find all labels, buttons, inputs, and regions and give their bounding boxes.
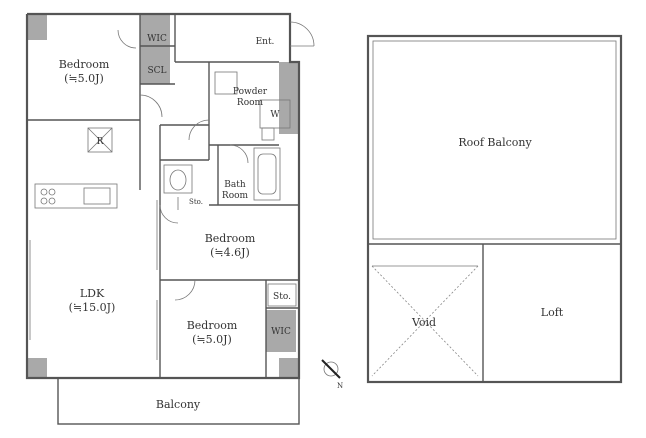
balcony-outline bbox=[57, 377, 300, 425]
toilet bbox=[169, 169, 187, 191]
washer-space bbox=[259, 99, 291, 129]
column bbox=[27, 358, 47, 378]
door-swing bbox=[159, 204, 179, 224]
outer-walls bbox=[25, 12, 301, 380]
bedroom-mid-label: Bedroom bbox=[205, 232, 256, 245]
column bbox=[279, 358, 299, 378]
powder-room-label-2: Room bbox=[237, 98, 264, 108]
scl-label: SCL bbox=[147, 66, 166, 76]
roof-balcony-label: Roof Balcony bbox=[458, 136, 532, 149]
bathtub bbox=[253, 147, 281, 201]
interior-walls bbox=[27, 14, 299, 378]
balcony-label: Balcony bbox=[156, 398, 201, 411]
powder-room-label-1: Powder bbox=[233, 87, 268, 97]
compass-label: N bbox=[337, 382, 343, 390]
wic-top-label: WIC bbox=[147, 34, 167, 44]
storage-box bbox=[267, 283, 297, 307]
column bbox=[27, 14, 47, 40]
bath-room-label-2: Room bbox=[222, 191, 249, 201]
storage-small-label: Sto. bbox=[189, 198, 203, 206]
wic-bottom-label: WIC bbox=[271, 327, 291, 337]
door-swing bbox=[188, 119, 210, 141]
kitchen-sink bbox=[83, 187, 111, 205]
column bbox=[279, 62, 299, 134]
storage-mid-label: Sto. bbox=[273, 292, 291, 302]
kitchen-counter bbox=[34, 183, 118, 209]
bedroom-sw-label: Bedroom bbox=[187, 319, 238, 332]
door-swing bbox=[117, 29, 137, 49]
entrance-door-swing bbox=[289, 21, 315, 47]
door-swing bbox=[229, 144, 249, 164]
bedroom-sw-size: (≒5.0J) bbox=[192, 333, 232, 346]
bath-room-label-1: Bath bbox=[224, 180, 246, 190]
refrigerator-space bbox=[87, 127, 113, 153]
door-swing bbox=[139, 94, 163, 118]
bedroom-mid-size: (≒4.6J) bbox=[210, 246, 250, 259]
bedroom-nw-label: Bedroom bbox=[59, 58, 110, 71]
column bbox=[140, 14, 170, 84]
washer-label: W bbox=[270, 110, 280, 120]
compass bbox=[321, 359, 341, 379]
toilet-room bbox=[163, 164, 193, 194]
ldk-label: LDK bbox=[80, 287, 105, 300]
bedroom-nw-size: (≒5.0J) bbox=[64, 72, 104, 85]
loft-label: Loft bbox=[541, 306, 564, 319]
void-label: Void bbox=[411, 316, 436, 329]
ldk-size: (≒15.0J) bbox=[69, 301, 116, 314]
void-cross bbox=[371, 265, 479, 377]
refrigerator-label: R bbox=[97, 137, 104, 147]
door-swing bbox=[174, 279, 196, 301]
entrance-label: Ent. bbox=[256, 37, 275, 47]
upper-floor-outline bbox=[366, 34, 623, 384]
washbasin bbox=[214, 71, 238, 95]
wic-fill bbox=[266, 310, 296, 352]
